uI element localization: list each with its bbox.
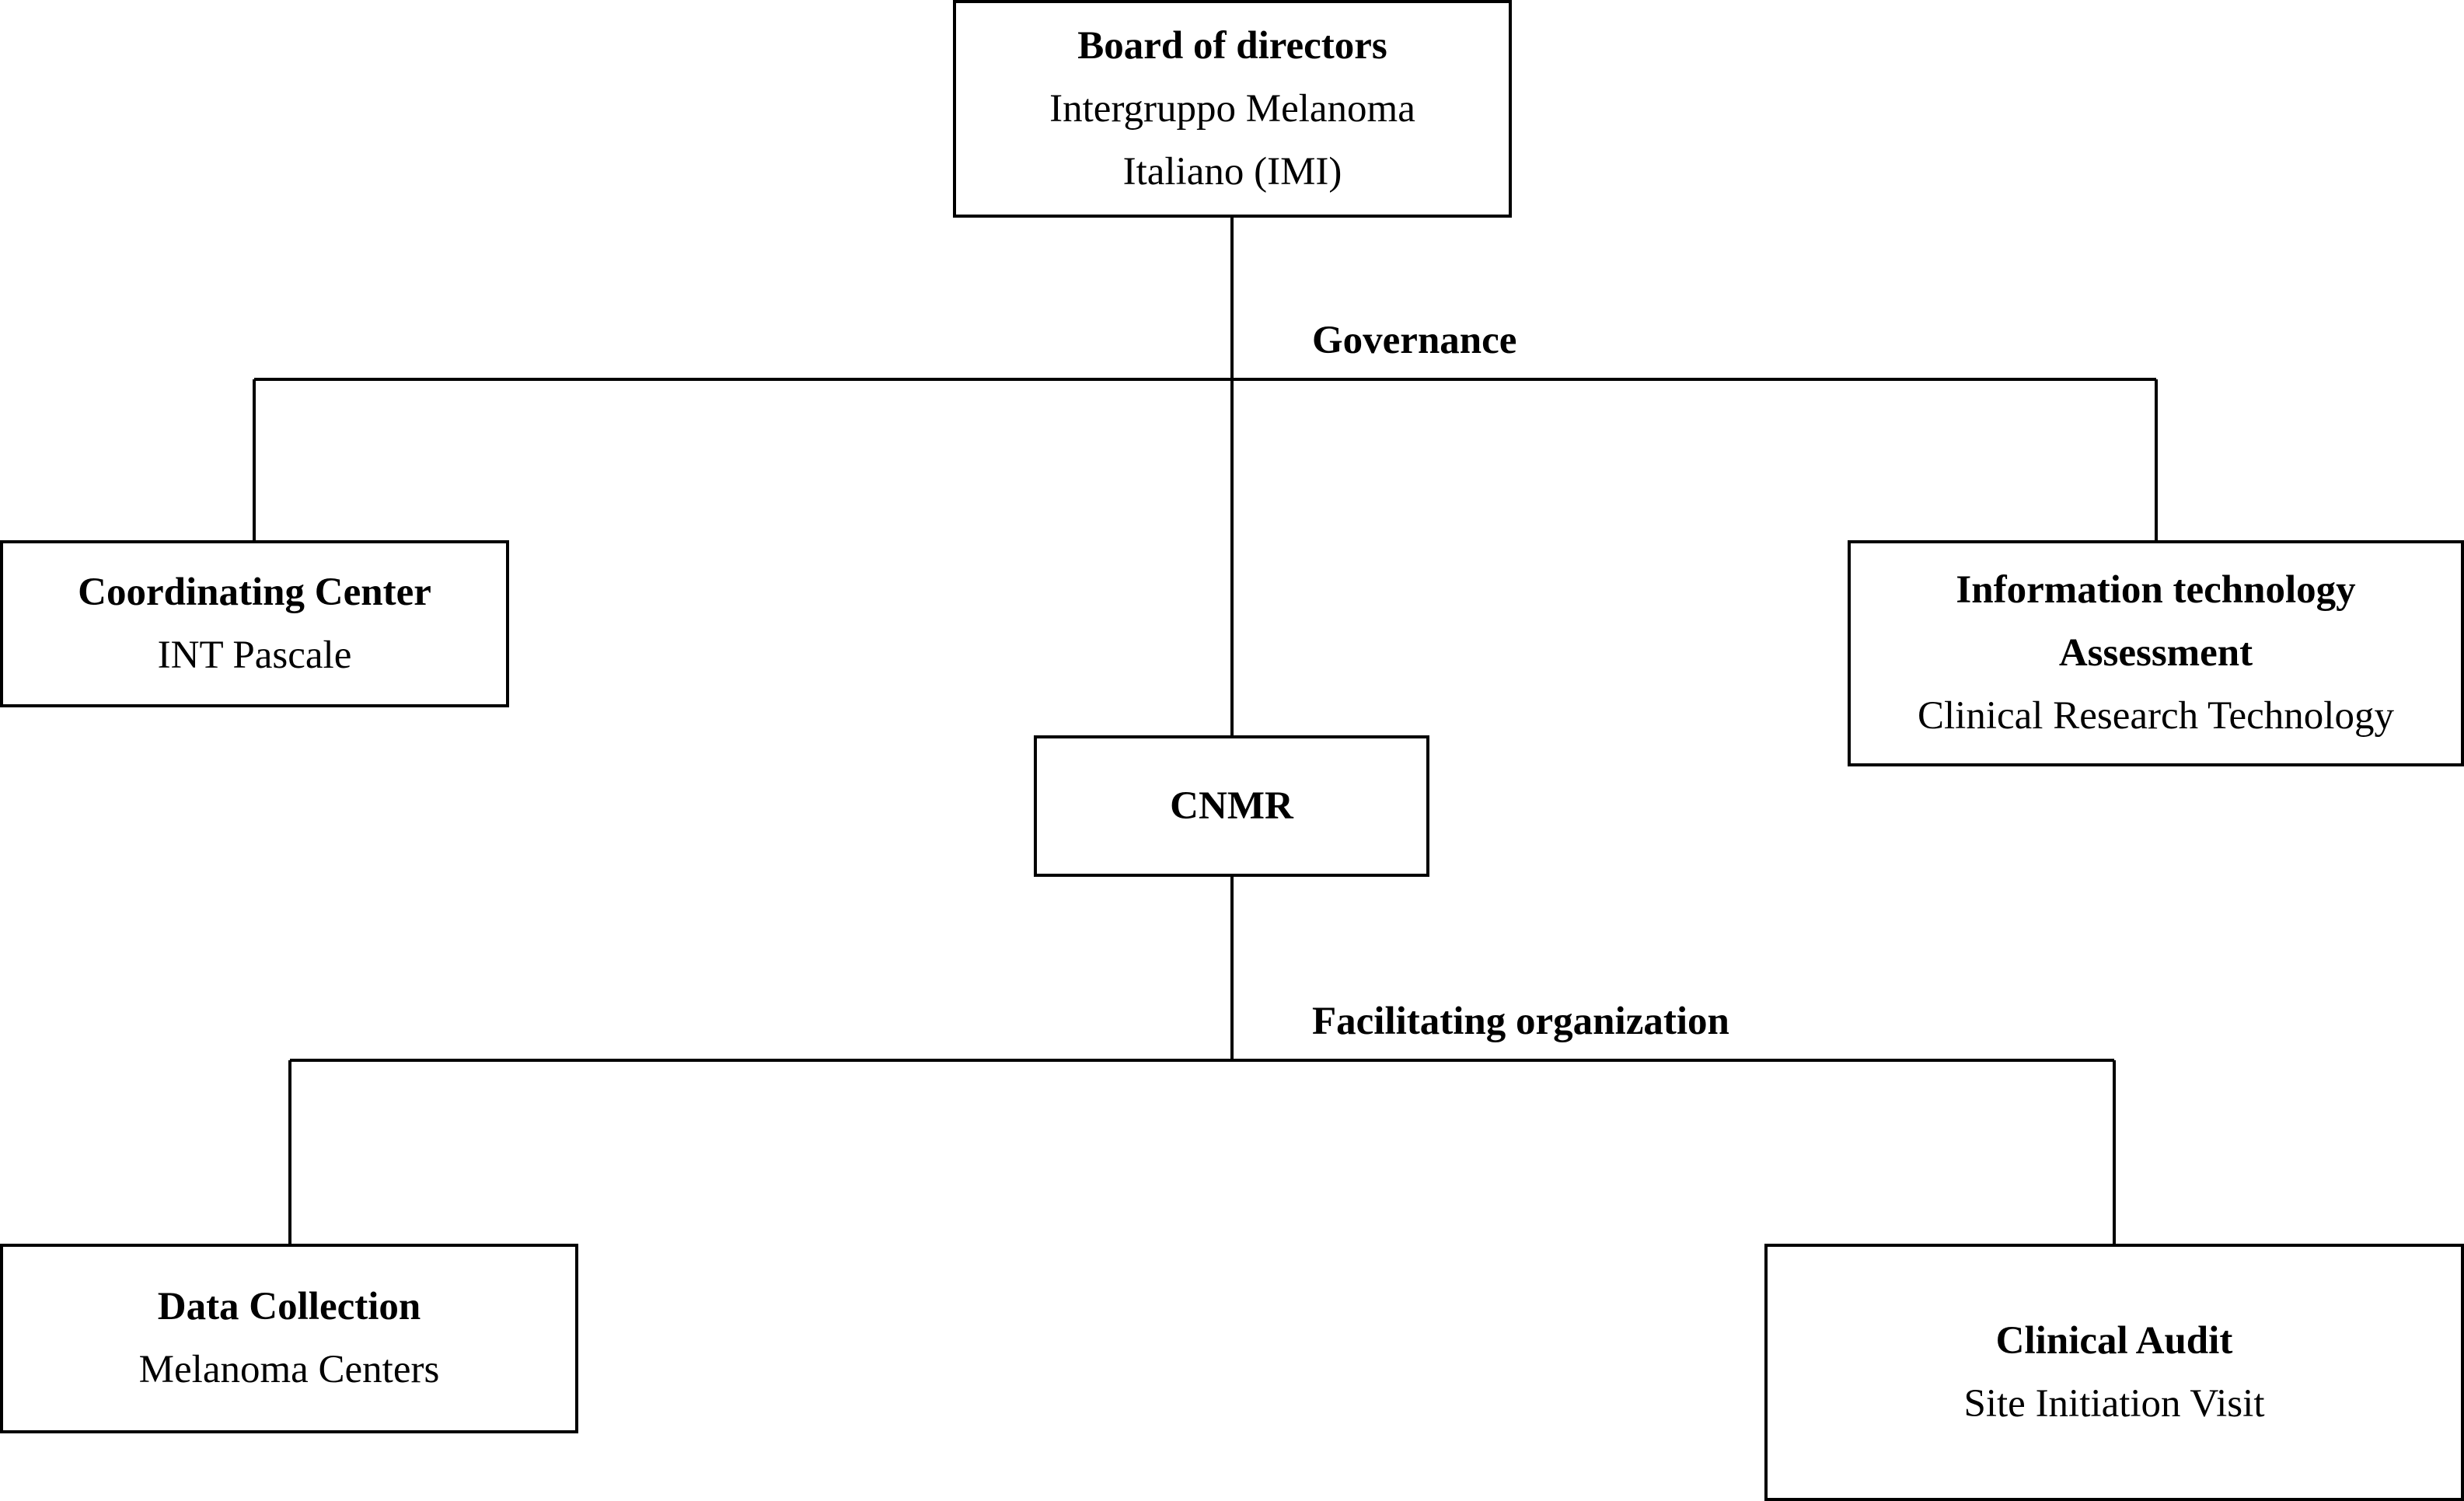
info-title-1: Information technology — [1956, 568, 2356, 612]
data-line-1: Melanoma Centers — [138, 1348, 440, 1391]
board-title: Board of directors — [1077, 23, 1387, 68]
board-line-1: Intergruppo Melanoma — [1049, 86, 1415, 131]
clinical-audit-box: Clinical Audit Site Initiation Visit — [1764, 1244, 2464, 1501]
data-collection-box: Data Collection Melanoma Centers — [0, 1244, 578, 1433]
coord-line-1: INT Pascale — [157, 633, 352, 677]
information-technology-box: Information technology Assessment Clinic… — [1848, 540, 2464, 766]
board-line-2: Italiano (IMI) — [1122, 149, 1342, 194]
board-of-directors-box: Board of directors Intergruppo Melanoma … — [953, 0, 1512, 218]
info-line-1: Clinical Research Technology — [1918, 694, 2394, 738]
audit-title: Clinical Audit — [1995, 1318, 2233, 1363]
coord-title: Coordinating Center — [78, 570, 431, 614]
facilitating-organization-label: Facilitating organization — [1312, 1000, 1729, 1043]
audit-line-1: Site Initiation Visit — [1963, 1381, 2265, 1426]
cnmr-title: CNMR — [1170, 784, 1293, 828]
data-title: Data Collection — [157, 1285, 421, 1328]
info-title-2: Assessment — [2058, 631, 2253, 675]
cnmr-box: CNMR — [1034, 735, 1429, 877]
governance-label: Governance — [1312, 319, 1517, 362]
coordinating-center-box: Coordinating Center INT Pascale — [0, 540, 509, 707]
